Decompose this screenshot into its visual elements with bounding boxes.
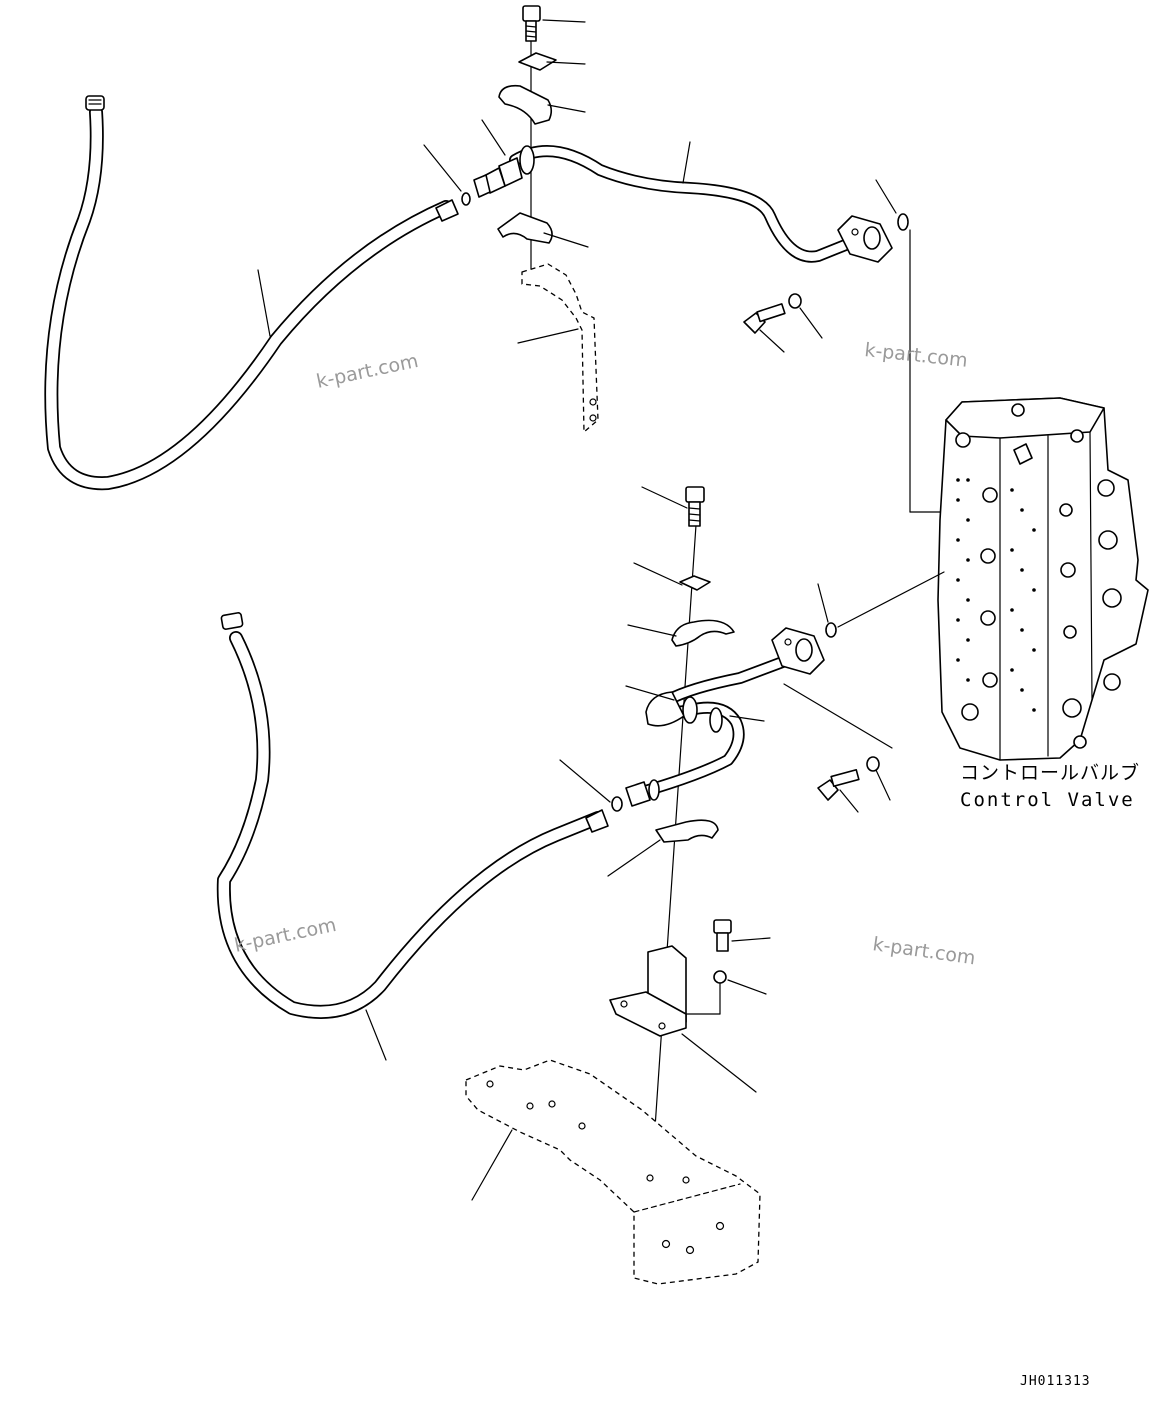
upper-o-ring bbox=[461, 192, 471, 206]
upper-flange-bolt bbox=[743, 303, 786, 334]
lower-bolt bbox=[685, 486, 705, 527]
upper-pipe-fitting bbox=[473, 145, 535, 198]
control-valve-label-en: Control Valve bbox=[960, 789, 1135, 811]
lower-flange-o-ring bbox=[825, 622, 837, 638]
upper-hose bbox=[44, 105, 453, 491]
lower-plate bbox=[679, 575, 711, 591]
lower-clamp-top bbox=[671, 619, 735, 647]
upper-leader-lines bbox=[257, 19, 897, 353]
lower-flange-bolt bbox=[817, 769, 860, 801]
drawing-code: JH011313 bbox=[1020, 1374, 1091, 1389]
control-valve: コントロールバルブ Control Valve bbox=[937, 397, 1149, 811]
lower-clamp-bottom bbox=[655, 819, 719, 843]
watermark-3: k-part.com bbox=[232, 914, 338, 957]
watermark-4: k-part.com bbox=[871, 933, 977, 969]
upper-hose-end-fitting bbox=[85, 95, 459, 222]
lower-flange-washer bbox=[866, 756, 880, 772]
lower-leader-lines bbox=[365, 486, 891, 1201]
watermark-2: k-part.com bbox=[863, 339, 968, 372]
upper-plate bbox=[518, 52, 557, 71]
lower-hose-end-fitting bbox=[220, 612, 609, 833]
lower-base-frame bbox=[465, 1059, 761, 1285]
lower-pipe-fitting bbox=[625, 779, 660, 807]
upper-flange-o-ring bbox=[897, 213, 909, 231]
upper-bolt bbox=[522, 5, 541, 42]
upper-flange bbox=[837, 215, 893, 263]
lower-o-ring bbox=[611, 796, 623, 812]
lower-flange bbox=[771, 627, 825, 675]
upper-steel-pipe bbox=[509, 145, 864, 263]
lower-flange-to-valve-line bbox=[837, 571, 945, 628]
lower-mount-bracket bbox=[609, 945, 687, 1037]
upper-clamp-top bbox=[498, 84, 553, 125]
upper-assembly bbox=[44, 5, 951, 513]
lower-mount-washer bbox=[713, 970, 727, 984]
control-valve-label-jp: コントロールバルブ bbox=[960, 761, 1140, 784]
upper-flange-washer bbox=[788, 293, 802, 309]
lower-mount-bolt bbox=[713, 919, 732, 952]
lower-pipe-grommet bbox=[645, 691, 723, 733]
upper-clamp-bottom bbox=[497, 212, 553, 244]
watermark-1: k-part.com bbox=[314, 350, 420, 393]
upper-bracket bbox=[521, 263, 599, 433]
lower-assembly bbox=[216, 486, 945, 1285]
